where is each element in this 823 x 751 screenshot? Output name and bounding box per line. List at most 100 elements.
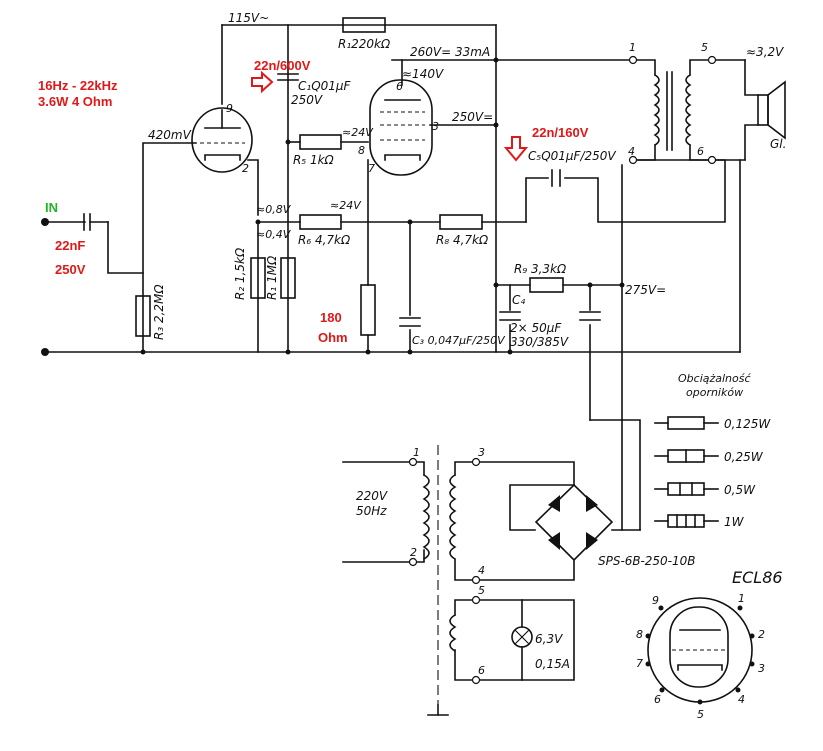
pin8-label: 8 xyxy=(358,144,365,157)
load-title-line2: oporników xyxy=(686,386,743,399)
pt-pin3-label: 3 xyxy=(478,446,485,459)
power-transformer xyxy=(412,445,477,716)
tube-pin6-label: 6 xyxy=(654,693,661,706)
resistor-r5 xyxy=(299,134,342,150)
v140-label: ≈140V xyxy=(402,67,444,81)
pentode-tube xyxy=(369,79,433,176)
junction-dots xyxy=(41,57,625,356)
pin3-label: 3 xyxy=(432,120,439,133)
v04-label: ≈0,4V xyxy=(256,228,292,241)
arrow-down-icon xyxy=(503,136,529,162)
rating-1w: 1W xyxy=(724,515,745,529)
r2-label: R₂ 1,5kΩ xyxy=(233,247,247,300)
pin9-label: 9 xyxy=(226,102,233,115)
r5-label: R₅ 1kΩ xyxy=(293,153,335,167)
pt-pin4-label: 4 xyxy=(478,564,485,577)
resistors xyxy=(135,17,564,337)
triode-tube xyxy=(191,107,253,173)
c1-voltage-label: 250V xyxy=(291,93,323,107)
c1-replacement-annotation: 22n/600V xyxy=(254,58,311,73)
wiring xyxy=(44,24,759,681)
v24a-label: ≈24V xyxy=(342,126,374,139)
r9-label: R₉ 3,3kΩ xyxy=(514,262,567,276)
rating-0125w: 0,125W xyxy=(724,417,771,431)
v24b-label: ≈24V xyxy=(330,199,362,212)
mains-voltage-label: 220V xyxy=(356,489,388,503)
lamp-icon xyxy=(511,599,533,681)
r1b-label: R₁ 1MΩ xyxy=(265,255,279,300)
c4-voltage-label: 330/385V xyxy=(510,335,569,349)
v08-label: ≈0,8V xyxy=(256,203,292,216)
coupling-cap-voltage-annotation: 250V xyxy=(55,262,86,277)
v250-label: 250V= xyxy=(452,110,493,124)
freq-range-annotation: 16Hz - 22kHz xyxy=(38,78,118,93)
terminals xyxy=(408,55,717,685)
mains-freq-label: 50Hz xyxy=(356,504,387,518)
input-label: IN xyxy=(45,200,58,215)
tube-pin4-label: 4 xyxy=(738,693,745,706)
c5-replacement-annotation: 22n/160V xyxy=(532,125,589,140)
output-transformer xyxy=(632,59,713,161)
cathode-res-annotation: 180 xyxy=(320,310,342,325)
resistor-r6 xyxy=(299,214,342,230)
tube-pin1-label: 1 xyxy=(738,592,745,605)
heater-current-label: 0,15A xyxy=(535,657,570,671)
cathode-res-unit-annotation: Ohm xyxy=(318,330,348,345)
resistor-r1 xyxy=(342,17,386,33)
tube-pin7-label: 7 xyxy=(636,657,643,670)
labels: 16Hz - 22kHz 3.6W 4 Ohm IN 22nF 250V 22n… xyxy=(38,11,786,721)
c4-value-label: 2× 50µF xyxy=(510,321,562,335)
pin7-label: 7 xyxy=(368,162,375,175)
resistor-r8 xyxy=(439,214,483,230)
tube-pinout-icon xyxy=(645,597,755,705)
bridge-rectifier xyxy=(534,483,614,562)
grid-signal-label: 420mV xyxy=(148,128,192,142)
tube-pin3-label: 3 xyxy=(758,662,765,675)
r6-label: R₆ 4,7kΩ xyxy=(298,233,351,247)
ot-pin1-label: 1 xyxy=(629,41,636,54)
r8-label: R₈ 4,7kΩ xyxy=(436,233,489,247)
pt-pin5-label: 5 xyxy=(478,584,485,597)
tube-pin2-label: 2 xyxy=(758,628,765,641)
resistor-r1b xyxy=(280,257,296,299)
c3-label: C₃ 0,047µF/250V xyxy=(412,334,506,347)
tube-type-label: ECL86 xyxy=(732,568,783,587)
c4-label: C₄ xyxy=(512,293,525,307)
pin2-label: 2 xyxy=(242,162,249,175)
tube-pin8-label: 8 xyxy=(636,628,643,641)
arrow-right-icon xyxy=(251,70,274,94)
resistor-rating-legend xyxy=(654,416,719,528)
pt-pin2-label: 2 xyxy=(410,546,417,559)
resistor-cathode xyxy=(360,284,376,336)
v275-label: 275V= xyxy=(625,283,666,297)
load-title-line1: Obciążalność xyxy=(678,372,751,385)
rating-025w: 0,25W xyxy=(724,450,764,464)
pin6-label: 6 xyxy=(396,80,403,93)
r1-label: R₁220kΩ xyxy=(338,37,391,51)
annotation-arrows xyxy=(251,70,529,162)
power-annotation: 3.6W 4 Ohm xyxy=(38,94,112,109)
pt-pin1-label: 1 xyxy=(413,446,420,459)
resistor-r9 xyxy=(529,277,564,293)
pt-pin6-label: 6 xyxy=(478,664,485,677)
r3-label: R₃ 2,2MΩ xyxy=(152,284,166,340)
tube-pin9-label: 9 xyxy=(652,594,659,607)
capacitors xyxy=(83,73,601,327)
speaker-icon xyxy=(757,80,786,140)
bridge-rectifier-label: SPS-6B-250-10B xyxy=(598,554,696,568)
ot-pin5-label: 5 xyxy=(701,41,708,54)
c1-label: C₁Q01µF xyxy=(298,79,352,93)
anode-voltage-label: 260V= 33mA xyxy=(410,45,490,59)
coupling-cap-annotation: 22nF xyxy=(55,238,85,253)
speaker-label: Gl. xyxy=(770,137,786,151)
rating-05w: 0,5W xyxy=(724,483,756,497)
resistor-r2 xyxy=(250,257,266,299)
ot-pin6-label: 6 xyxy=(697,145,704,158)
heater-voltage-label: 6,3V xyxy=(535,632,563,646)
resistor-r3 xyxy=(135,295,151,337)
v115-label: 115V~ xyxy=(228,11,269,25)
tube-pin5-label: 5 xyxy=(697,708,704,721)
ot-pin4-label: 4 xyxy=(628,145,635,158)
